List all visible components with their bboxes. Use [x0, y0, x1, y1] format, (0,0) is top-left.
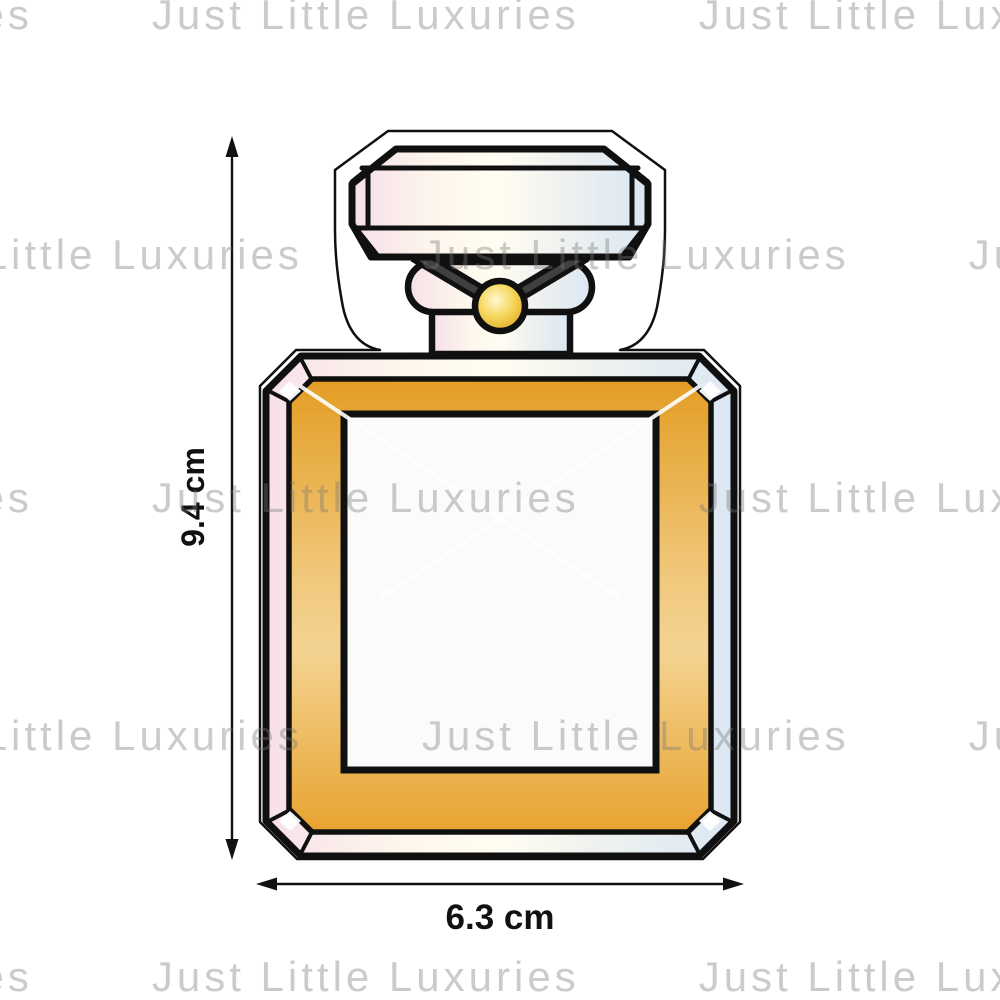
arrowhead-up-icon — [225, 136, 239, 157]
bottle-cap — [348, 145, 652, 261]
bottle-label — [340, 410, 660, 774]
height-dimension-label: 9.4 cm — [175, 447, 211, 547]
corner-facet-lines — [265, 355, 735, 857]
width-dimension-label: 6.3 cm — [446, 898, 555, 937]
height-dimension-line — [225, 136, 239, 860]
arrowhead-down-icon — [225, 839, 239, 860]
width-dimension-line — [256, 877, 744, 891]
corner-highlight-diamonds — [279, 381, 721, 831]
gold-ball-knot — [471, 277, 529, 335]
shine-lines — [298, 384, 702, 600]
arrowhead-right-icon — [723, 877, 744, 891]
arrowhead-left-icon — [256, 877, 277, 891]
cap-bevel-lines — [349, 165, 651, 258]
